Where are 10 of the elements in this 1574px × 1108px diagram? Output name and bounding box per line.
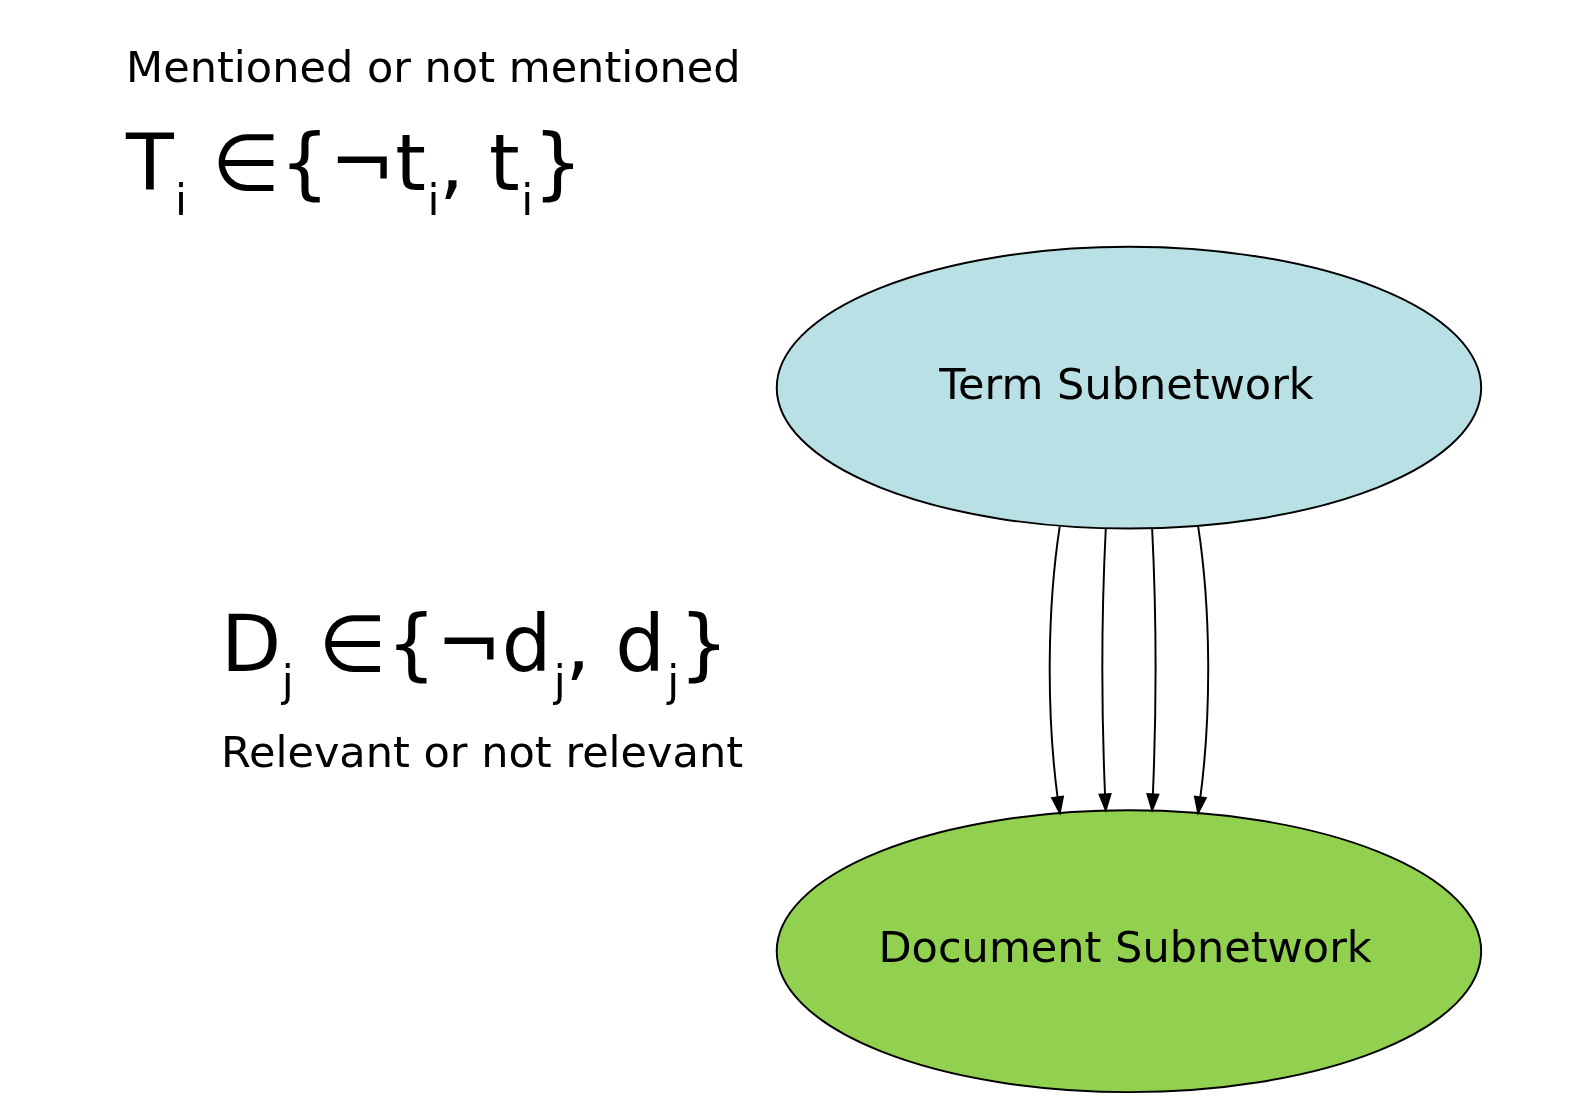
node-ellipse: Document Subnetwork — [775, 809, 1482, 1094]
node-label: Mentioned or not mentioned — [125, 41, 741, 92]
arrow — [1193, 525, 1209, 816]
arrow — [1097, 527, 1112, 813]
arrow — [1048, 525, 1064, 816]
arrow — [1145, 527, 1160, 813]
node-label: T$_{i}$ ∈{¬t$_{i}$, t$_{i}$} — [125, 117, 583, 226]
node-ellipse: Term Subnetwork — [775, 245, 1482, 530]
node-label: D$_{j}$ ∈{¬d$_{j}$, d$_{j}$} — [220, 598, 729, 707]
node-label: Relevant or not relevant — [220, 726, 743, 777]
